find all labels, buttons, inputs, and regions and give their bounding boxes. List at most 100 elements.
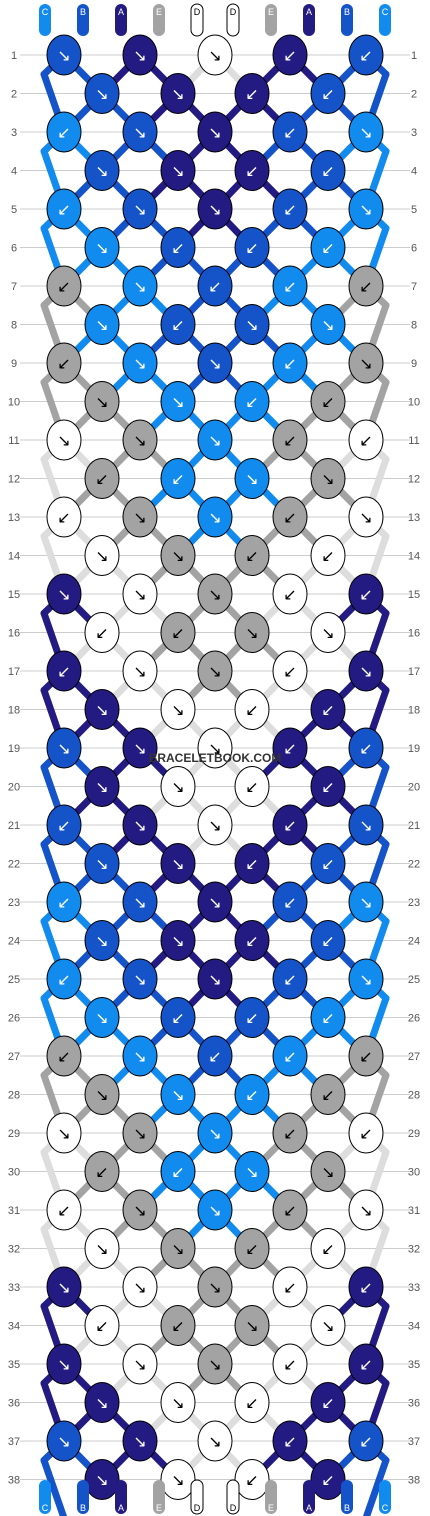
knot: ↘ (122, 34, 158, 76)
knot-arrow-icon: ↘ (133, 200, 146, 219)
knot-oval (348, 496, 384, 538)
knot-oval (348, 419, 384, 461)
knot-oval (272, 1266, 308, 1308)
knot-oval (122, 419, 158, 461)
knot-arrow-icon: ↙ (321, 932, 334, 951)
knot: ↘ (84, 1074, 120, 1115)
knot-oval (310, 1228, 346, 1269)
knot-arrow-icon: ↙ (283, 46, 296, 65)
knot: ↘ (160, 1074, 196, 1115)
row-number: 2 (411, 89, 417, 101)
knot-arrow-icon: ↙ (208, 1047, 221, 1066)
knot-arrow-icon: ↘ (95, 162, 108, 181)
knot-arrow-icon: ↘ (359, 200, 372, 219)
row-number: 25 (408, 974, 420, 986)
knot-oval (310, 1382, 346, 1423)
knot-oval (84, 458, 120, 499)
knot: ↙ (310, 920, 346, 961)
knot: ↙ (234, 73, 270, 114)
knot-arrow-icon: ↘ (95, 855, 108, 874)
knot-oval (272, 496, 308, 538)
knot: ↘ (84, 150, 120, 191)
knot-oval (197, 881, 233, 923)
knot-oval (84, 1382, 120, 1423)
knot-arrow-icon: ↘ (57, 585, 70, 604)
strand-end (226, 1479, 240, 1515)
knot-arrow-icon: ↘ (57, 46, 70, 65)
strand-end (379, 4, 391, 36)
knot-oval (160, 843, 196, 884)
knot-arrow-icon: ↘ (133, 816, 146, 835)
knot: ↘ (46, 1343, 82, 1385)
row-number: 7 (411, 281, 417, 293)
knot: ↙ (197, 1035, 233, 1077)
knot: ↙ (234, 1459, 270, 1500)
row-number: 34 (408, 1321, 420, 1333)
strand-end (303, 1480, 315, 1514)
knot: ↙ (348, 34, 384, 76)
knot-oval (310, 535, 346, 576)
knot-oval (160, 73, 196, 114)
knot-arrow-icon: ↘ (208, 1201, 221, 1220)
knot-oval (272, 1035, 308, 1077)
knot: ↘ (310, 1151, 346, 1192)
knot: ↘ (122, 1035, 158, 1077)
row-number: 18 (408, 705, 420, 717)
knot: ↙ (234, 843, 270, 884)
knot: ↙ (84, 1151, 120, 1192)
knot-oval (310, 997, 346, 1038)
knot-oval (234, 304, 270, 345)
row-number: 9 (411, 358, 417, 370)
knot: ↙ (272, 1035, 308, 1077)
knot-arrow-icon: ↙ (283, 739, 296, 758)
knot-arrow-icon: ↙ (359, 431, 372, 450)
knot: ↘ (197, 34, 233, 76)
knot-arrow-icon: ↙ (321, 1009, 334, 1028)
knot-arrow-icon: ↘ (95, 85, 108, 104)
knot: ↙ (234, 381, 270, 422)
knot-oval (272, 650, 308, 692)
knot-arrow-icon: ↙ (283, 585, 296, 604)
knot-arrow-icon: ↘ (245, 470, 258, 489)
row-number: 27 (8, 1051, 20, 1063)
knot-arrow-icon: ↙ (359, 1355, 372, 1374)
row-number: 2 (11, 89, 17, 101)
knot: ↘ (197, 111, 233, 153)
knot-arrow-icon: ↙ (57, 1201, 70, 1220)
knot-oval (234, 73, 270, 114)
knot-arrow-icon: ↘ (133, 431, 146, 450)
knot-arrow-icon: ↘ (171, 932, 184, 951)
knot-arrow-icon: ↙ (208, 277, 221, 296)
knot-arrow-icon: ↙ (359, 46, 372, 65)
knot-oval (197, 1420, 233, 1462)
knot: ↙ (234, 689, 270, 730)
row-number: 15 (8, 589, 20, 601)
row-number: 3 (11, 127, 17, 139)
knot: ↘ (197, 1420, 233, 1462)
knot-oval (46, 188, 82, 230)
knot: ↘ (234, 458, 270, 499)
knot: ↘ (310, 612, 346, 653)
knot: ↙ (84, 458, 120, 499)
strand-label: D (230, 7, 237, 17)
knot-arrow-icon: ↘ (95, 778, 108, 797)
knot-arrow-icon: ↙ (57, 277, 70, 296)
knot-arrow-icon: ↘ (208, 508, 221, 527)
knot-arrow-icon: ↘ (133, 1201, 146, 1220)
knot-arrow-icon: ↘ (208, 739, 221, 758)
knot-oval (348, 1112, 384, 1154)
knot: ↘ (348, 1189, 384, 1231)
knot-oval (197, 1189, 233, 1231)
row-number: 21 (408, 820, 420, 832)
strand-label: E (156, 1503, 162, 1513)
knot: ↙ (272, 958, 308, 1000)
knot-oval (310, 1074, 346, 1115)
strand-label: A (118, 1503, 124, 1513)
knot-arrow-icon: ↙ (321, 1086, 334, 1105)
knot-arrow-icon: ↙ (171, 470, 184, 489)
knot-oval (348, 342, 384, 384)
knot: ↙ (348, 1266, 384, 1308)
strand-label: C (42, 7, 49, 17)
knot-arrow-icon: ↙ (359, 1047, 372, 1066)
knot-oval (122, 881, 158, 923)
